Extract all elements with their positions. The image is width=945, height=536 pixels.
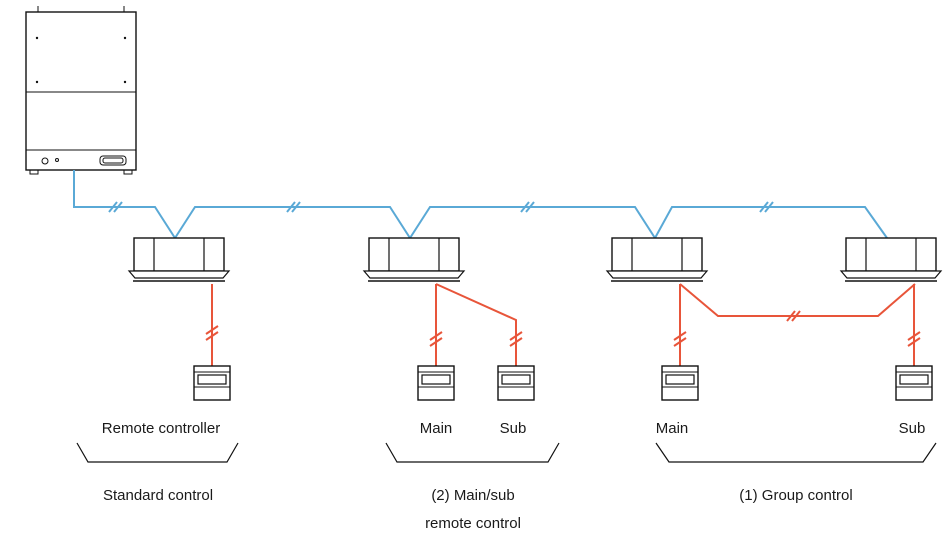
outdoor-unit (25, 6, 137, 175)
label-sub: Sub (898, 420, 926, 437)
remote-controller (895, 365, 933, 401)
control-wiring (205, 283, 921, 366)
remote-controller (417, 365, 455, 401)
indoor-unit (839, 237, 943, 282)
indoor-unit (127, 237, 231, 282)
label-main: Main (655, 420, 689, 437)
label-remote-controller: Remote controller (101, 420, 221, 437)
indoor-unit (362, 237, 466, 282)
remote-controller (193, 365, 231, 401)
refrigerant-piping (73, 170, 888, 240)
indoor-units (127, 237, 943, 282)
remote-controllers (193, 365, 933, 401)
group-brackets (76, 442, 937, 463)
remote-controller (661, 365, 699, 401)
group-title-main-sub-line1: (2) Main/sub (431, 487, 515, 504)
remote-controller (497, 365, 535, 401)
label-main: Main (419, 420, 453, 437)
indoor-unit (605, 237, 709, 282)
group-title-standard-control: Standard control (102, 487, 214, 504)
label-sub: Sub (499, 420, 527, 437)
group-title-group-control: (1) Group control (739, 487, 853, 504)
group-title-main-sub-line2: remote control (425, 515, 521, 532)
